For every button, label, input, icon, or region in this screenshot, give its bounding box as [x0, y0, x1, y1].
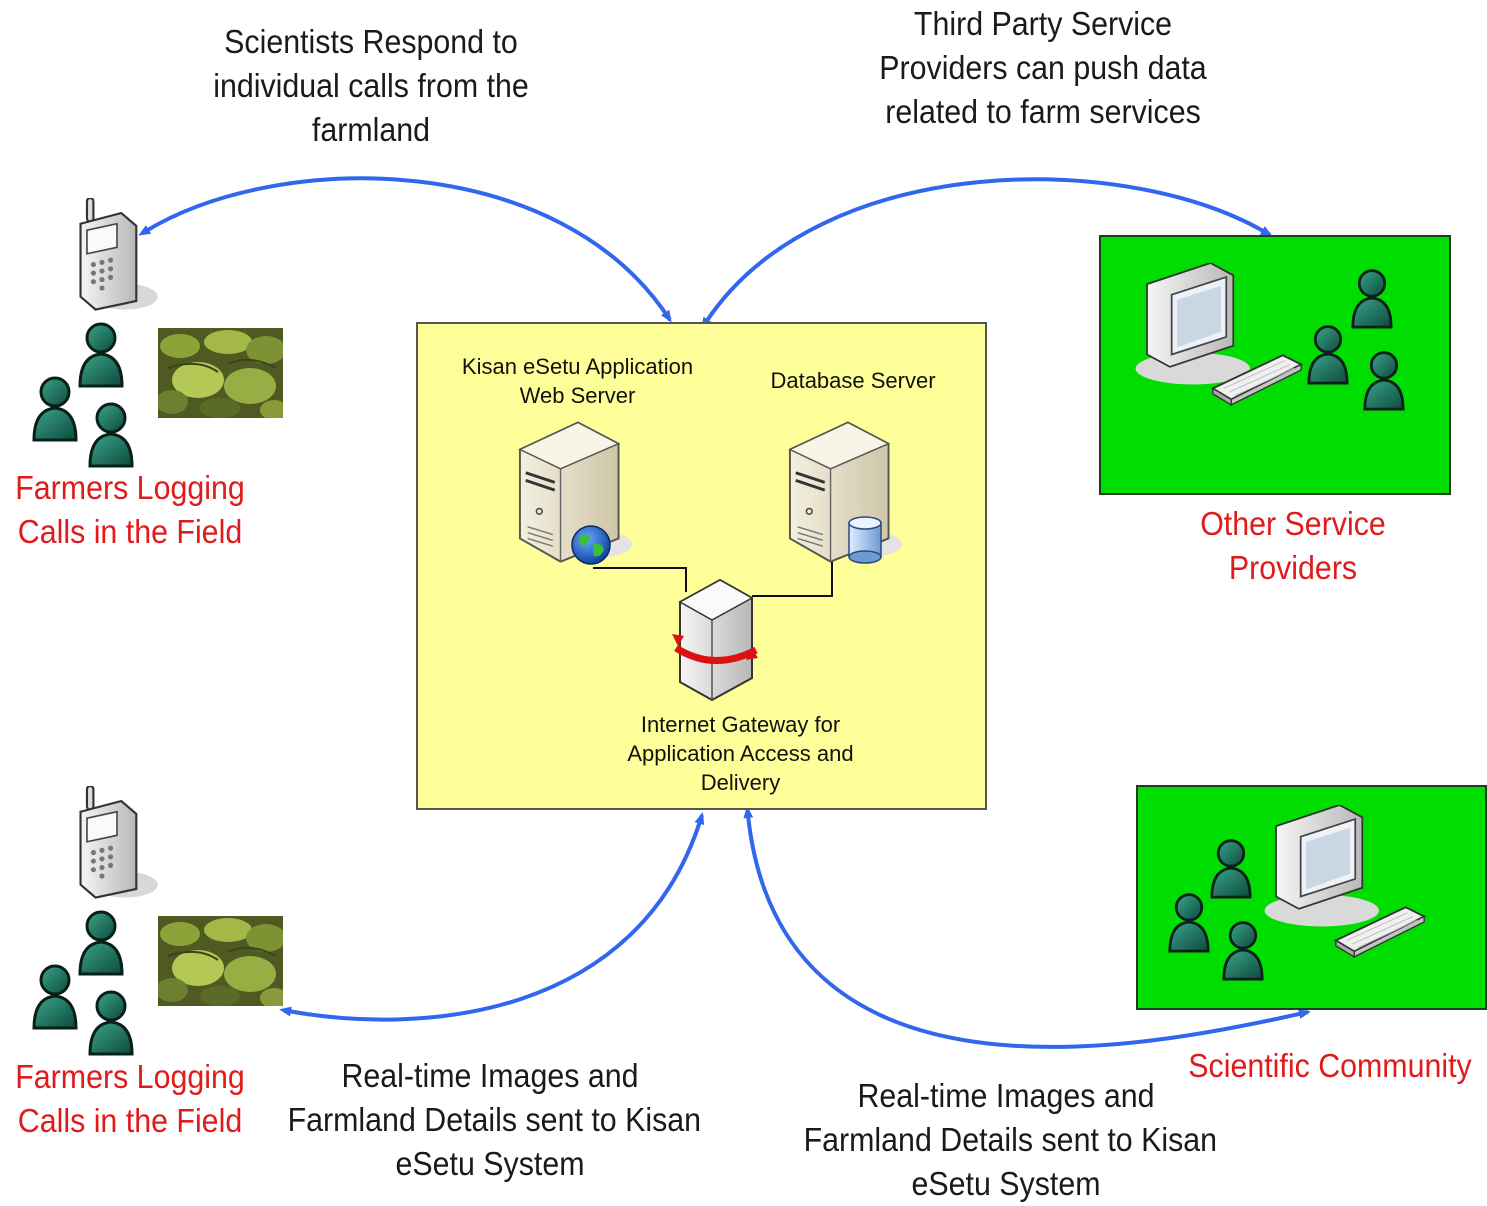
- kisan-esetu-system-box: Kisan eSetu Application Web Server Datab…: [416, 322, 987, 810]
- other-service-providers-box: [1099, 235, 1451, 495]
- user-icon: [86, 400, 136, 468]
- server-connector-lines: [593, 550, 833, 597]
- user-icon: [1220, 919, 1266, 981]
- caption-realtime-images-left: Real-time Images and Farmland Details se…: [287, 1057, 702, 1182]
- arrow-scientists-to-farmers: [138, 176, 672, 323]
- other-service-providers-label: Other Service Providers: [1200, 505, 1386, 586]
- web-server-label: Kisan eSetu Application Web Server: [461, 354, 694, 408]
- user-icon: [76, 908, 126, 976]
- user-icon: [1349, 267, 1395, 329]
- user-icon: [1166, 891, 1212, 953]
- globe-icon: [571, 525, 611, 565]
- user-icon: [1361, 349, 1407, 411]
- caption-scientists-respond: Scientists Respond to individual calls f…: [213, 23, 529, 148]
- caption-third-party-providers: Third Party Service Providers can push d…: [879, 5, 1207, 130]
- user-icon: [1305, 323, 1351, 385]
- keyboard-icon: [1211, 353, 1303, 409]
- user-icon: [1208, 837, 1254, 899]
- mobile-phone-icon: [74, 198, 160, 316]
- database-icon: [848, 516, 882, 564]
- keyboard-icon: [1334, 905, 1426, 961]
- farmers-label-top: Farmers Logging Calls in the Field: [15, 469, 245, 550]
- crop-field-photo: [158, 916, 283, 1006]
- scientific-community-label: Scientific Community: [1188, 1047, 1472, 1084]
- user-icon: [30, 962, 80, 1030]
- scientific-community-box: [1136, 785, 1487, 1010]
- farmers-label-bottom: Farmers Logging Calls in the Field: [15, 1058, 245, 1139]
- mobile-phone-icon: [74, 786, 160, 904]
- user-icon: [86, 988, 136, 1056]
- user-icon: [30, 374, 80, 442]
- crop-field-photo: [158, 328, 283, 418]
- arrow-providers-to-server: [701, 177, 1273, 330]
- arrow-scientists-to-server: [743, 806, 1311, 1049]
- gateway-label: Internet Gateway for Application Access …: [627, 712, 854, 795]
- database-server-label: Database Server: [770, 368, 936, 393]
- gateway-router-icon: [672, 578, 758, 702]
- user-icon: [76, 320, 126, 388]
- arrow-farmers-to-server: [279, 812, 705, 1022]
- caption-realtime-images-right: Real-time Images and Farmland Details se…: [803, 1077, 1218, 1202]
